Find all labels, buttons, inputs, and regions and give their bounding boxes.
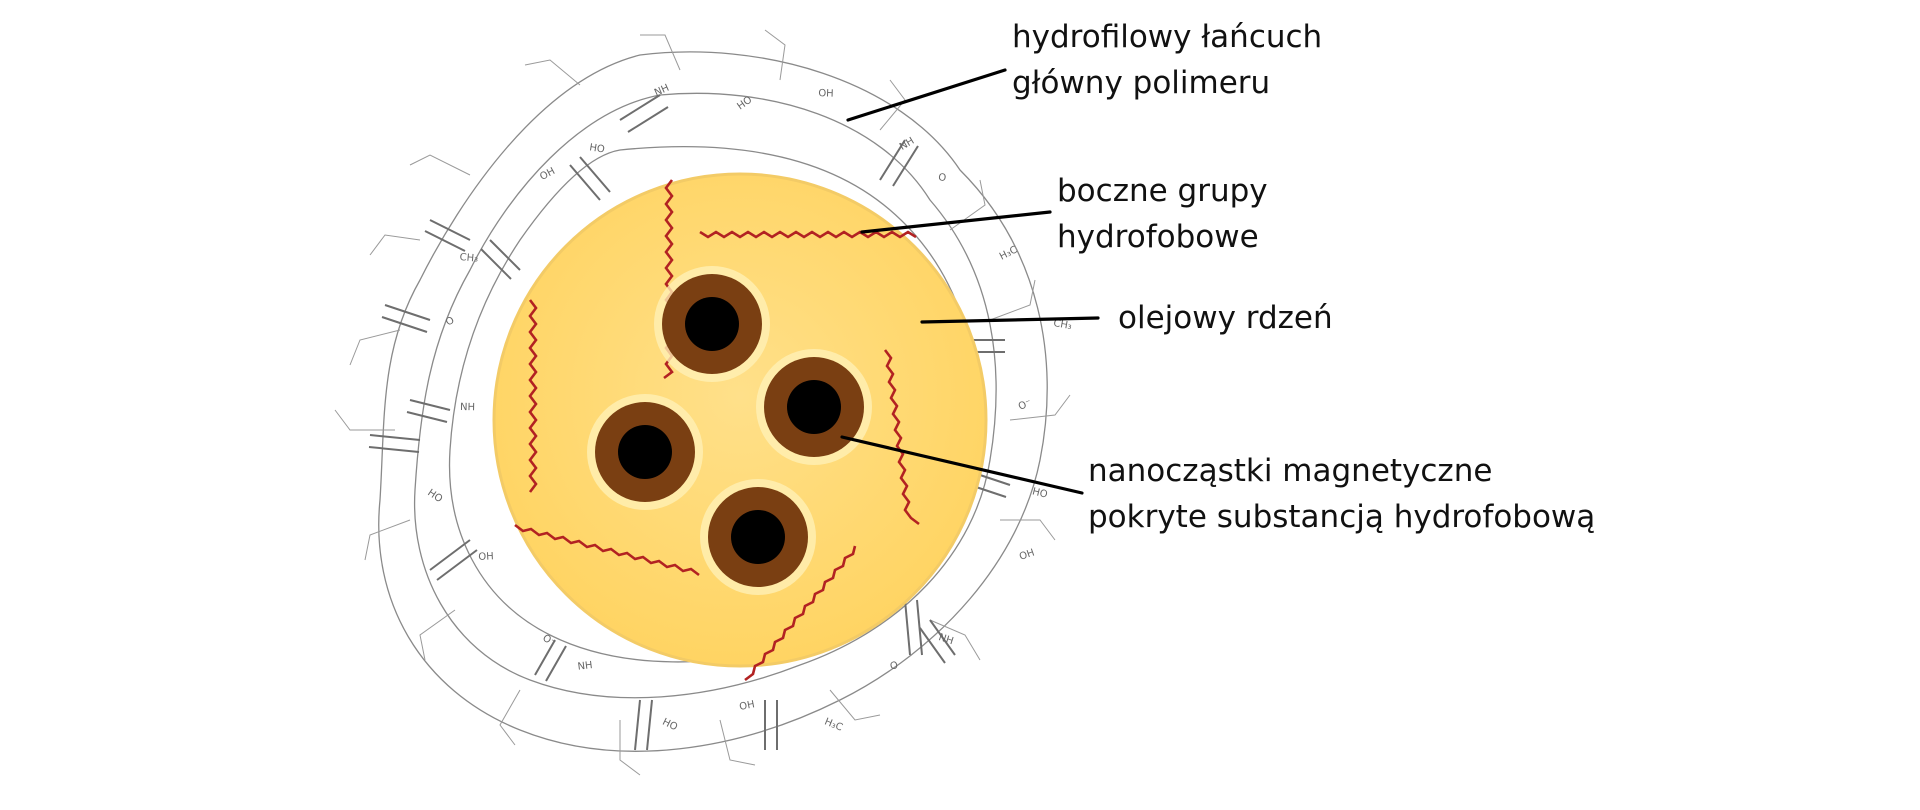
chemical-group-glyph: HO bbox=[660, 717, 679, 734]
chemical-group-glyph: NH bbox=[937, 632, 955, 647]
nanoparticle bbox=[654, 266, 770, 382]
label-nanoparticles-line2: pokryte substancją hydrofobową bbox=[1088, 499, 1596, 535]
leader-line-nanoparticles bbox=[840, 435, 1084, 495]
polymer-backbone-middle bbox=[413, 92, 997, 699]
hydrophobic-chain bbox=[528, 299, 538, 493]
nanoparticle bbox=[756, 349, 872, 465]
magnetic-nanoparticles bbox=[587, 266, 872, 595]
leader-line-main-chain bbox=[846, 68, 1007, 122]
chemical-group-glyph: OH bbox=[1018, 547, 1036, 562]
polymer-repeat-brackets bbox=[368, 94, 1011, 751]
chemical-group-glyph: NH bbox=[653, 83, 671, 99]
hydrophobic-side-groups bbox=[514, 179, 920, 682]
chemical-group-glyph: OH bbox=[478, 551, 494, 563]
chemical-group-glyph: O bbox=[889, 660, 900, 673]
label-side-groups: boczne grupy hydrofobowe bbox=[1057, 168, 1268, 260]
chemical-group-glyph: HO bbox=[589, 142, 606, 155]
chemical-group-glyph: NH bbox=[898, 136, 917, 153]
chemical-group-glyph: OH bbox=[538, 166, 557, 183]
chemical-group-glyph: CH₃ bbox=[459, 252, 478, 265]
chemical-group-glyph: HO bbox=[1031, 486, 1049, 500]
chemical-group-glyph: H₃C bbox=[823, 716, 844, 733]
label-nanoparticles-line1: nanocząstki magnetyczne bbox=[1088, 453, 1493, 489]
chemical-group-glyph: HO bbox=[425, 487, 444, 505]
label-main-chain-line1: hydrofilowy łańcuch bbox=[1012, 19, 1323, 55]
hydrophobic-chain bbox=[883, 349, 920, 526]
chemical-group-glyph: O⁻ bbox=[541, 633, 558, 649]
chemical-group-glyph: OH bbox=[738, 699, 755, 713]
nanoparticle bbox=[587, 394, 703, 510]
hydrophobic-chain bbox=[744, 545, 857, 682]
oil-core bbox=[492, 172, 988, 668]
hydrophobic-chain bbox=[514, 523, 700, 577]
chemical-group-glyph: NH bbox=[460, 402, 475, 413]
polymer-side-branches bbox=[334, 29, 1071, 776]
label-oil-core: olejowy rdzeń bbox=[1118, 295, 1333, 341]
leader-line-side-groups bbox=[860, 210, 1052, 234]
label-side-groups-line2: hydrofobowe bbox=[1057, 219, 1259, 255]
hydrophobic-chain bbox=[699, 230, 917, 239]
label-leader-lines bbox=[840, 68, 1100, 495]
label-side-groups-line1: boczne grupy bbox=[1057, 173, 1268, 209]
nanoparticle bbox=[700, 479, 816, 595]
polymer-backbone-outer bbox=[378, 51, 1048, 752]
leader-line-oil-core bbox=[920, 316, 1100, 324]
label-nanoparticles: nanocząstki magnetyczne pokryte substanc… bbox=[1088, 448, 1595, 540]
chemical-group-labels: HOOHNHOH₃CCH₃O⁻HOOHNHOH₃COHHONHO⁻OHHONHO… bbox=[425, 83, 1072, 734]
label-main-chain-line2: główny polimeru bbox=[1012, 65, 1271, 101]
chemical-group-glyph: O bbox=[444, 315, 457, 329]
label-main-chain: hydrofilowy łańcuch główny polimeru bbox=[1012, 14, 1322, 106]
chemical-group-glyph: NH bbox=[577, 660, 593, 673]
label-oil-core-line1: olejowy rdzeń bbox=[1118, 300, 1333, 336]
chemical-group-glyph: CH₃ bbox=[1052, 318, 1072, 332]
chemical-group-glyph: OH bbox=[818, 88, 834, 100]
chemical-group-glyph: O⁻ bbox=[1017, 397, 1033, 412]
chemical-group-glyph: O bbox=[938, 172, 947, 184]
